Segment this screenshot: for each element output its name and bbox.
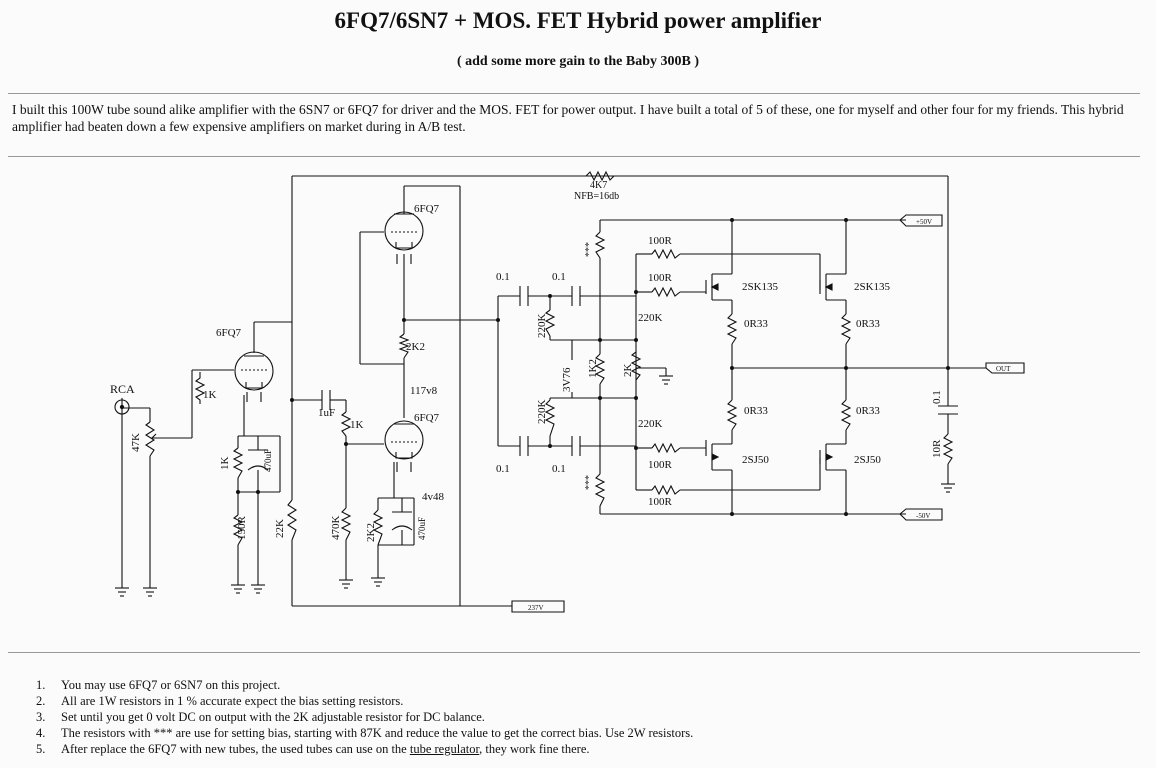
label-r-1k2: 1K2	[587, 359, 599, 378]
label-tube-v2a: 6FQ7	[414, 203, 440, 215]
label-r-150r: 150R	[236, 516, 248, 541]
label-r-100r-c: 100R	[648, 459, 673, 471]
label-c-1uf: 1uF	[318, 407, 335, 419]
label-stars-b: ***	[584, 475, 595, 490]
label-r-4k7-nfb: 4K7	[590, 180, 607, 191]
label-c-0-1-d: 0.1	[552, 463, 566, 475]
label-v-4v48: 4v48	[422, 491, 445, 503]
label-r-220k-d: 220K	[638, 418, 663, 430]
mosfets	[705, 273, 846, 471]
rca-input-jack	[114, 399, 130, 415]
page-subtitle: ( add some more gain to the Baby 300B )	[456, 54, 700, 69]
note-item: 5.After replace the 6FQ7 with new tubes,…	[36, 742, 590, 756]
label-q-p-a: 2SJ50	[742, 454, 769, 466]
intro-paragraph: I built this 100W tube sound alike ampli…	[12, 102, 1124, 134]
junction-dots	[236, 218, 950, 516]
rail-tags	[511, 214, 1025, 613]
label-r-1k-v2: 1K	[350, 419, 364, 431]
note-item: 2.All are 1W resistors in 1 % accurate e…	[36, 694, 404, 708]
label-r-0r33-b: 0R33	[856, 318, 880, 330]
label-r-0r33-a: 0R33	[744, 318, 768, 330]
label-r-1k-grid: 1K	[203, 389, 217, 401]
label-r-100r-b: 100R	[648, 272, 673, 284]
label-r-0r33-d: 0R33	[856, 405, 880, 417]
tubes	[234, 208, 424, 472]
schematic-diagram: 6FQ7 6FQ7 6FQ7 RCA 47K 1K 1K 470uF 150R …	[110, 170, 1025, 613]
note-item: 1.You may use 6FQ7 or 6SN7 on this proje…	[36, 678, 281, 692]
divider-middle	[8, 156, 1140, 157]
label-r-220k-b: 220K	[536, 400, 548, 425]
note-item: 3.Set until you get 0 volt DC on output …	[36, 710, 485, 724]
label-out: OUT	[996, 365, 1011, 373]
ground-symbols	[115, 375, 955, 597]
label-c-0-1-b: 0.1	[552, 271, 566, 283]
label-stars-a: ***	[584, 242, 595, 257]
label-rail-b: 237V	[528, 604, 544, 612]
note-item: 4.The resistors with *** are use for set…	[36, 726, 694, 740]
label-rca: RCA	[110, 382, 135, 396]
label-r-470k: 470K	[330, 516, 342, 541]
notes-list: 1.You may use 6FQ7 or 6SN7 on this proje…	[36, 677, 693, 757]
label-r-220k-c: 220K	[638, 312, 663, 324]
label-r-10r: 10R	[931, 439, 943, 458]
label-tube-v1: 6FQ7	[216, 327, 242, 339]
label-c-0-1-a: 0.1	[496, 271, 510, 283]
label-v-117: 117v8	[410, 385, 438, 397]
page-title: 6FQ7/6SN7 + MOS. FET Hybrid power amplif…	[334, 8, 822, 33]
label-r-2k: 2K	[622, 364, 634, 378]
label-c-0-1-c: 0.1	[496, 463, 510, 475]
tube-regulator-link[interactable]: tube regulator	[409, 742, 480, 756]
label-r-47k: 47K	[130, 433, 142, 452]
divider-top	[8, 93, 1140, 94]
label-r-0r33-c: 0R33	[744, 405, 768, 417]
label-q-p-b: 2SJ50	[854, 454, 881, 466]
label-tube-v2b: 6FQ7	[414, 412, 440, 424]
label-c-470uf-v2: 470uF	[417, 517, 427, 540]
wires	[121, 175, 986, 607]
label-q-n-b: 2SK135	[854, 281, 891, 293]
capacitors	[247, 286, 958, 531]
label-r-22k: 22K	[274, 519, 286, 538]
resistors	[144, 170, 954, 546]
label-r-2k2-plate: 2K2	[406, 341, 425, 353]
label-r-220k-a: 220K	[536, 314, 548, 339]
divider-bottom	[8, 652, 1140, 653]
label-c-0-1-zobel: 0.1	[931, 390, 943, 404]
label-r-100r-d: 100R	[648, 496, 673, 508]
label-d-3v76: 3V76	[561, 367, 573, 392]
label-r-2k2-cathode: 2K2	[365, 523, 377, 542]
label-c-470uf-v1: 470uF	[263, 449, 273, 472]
label-nfb: NFB=16db	[574, 191, 619, 202]
label-q-n-a: 2SK135	[742, 281, 779, 293]
label-r-100r-a: 100R	[648, 235, 673, 247]
label-rail-pos: +50V	[916, 218, 932, 226]
label-r-1k-cathode: 1K	[219, 457, 231, 471]
label-rail-neg: -50V	[916, 512, 930, 520]
